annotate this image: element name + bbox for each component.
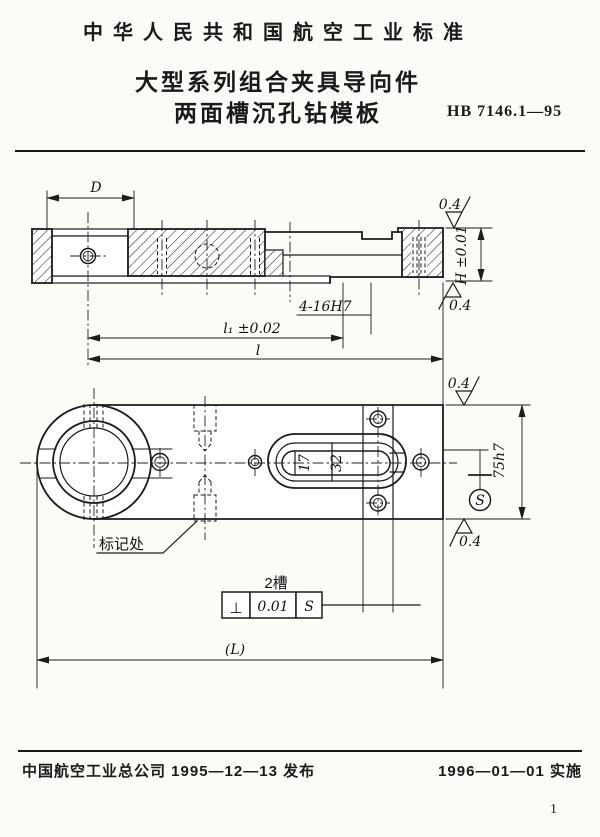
marking-label: 标记处	[99, 536, 144, 553]
surface-finish-icon: 0.4	[448, 376, 480, 407]
tolerance-datum: S	[304, 599, 314, 615]
slot-length-label: 32	[329, 454, 345, 472]
hidden-screw-bottom	[193, 474, 217, 522]
dim-length-label: (L)	[225, 642, 245, 658]
datum-circle-label: S	[475, 493, 485, 509]
section-view	[31, 212, 444, 365]
groove-band-lines	[362, 404, 394, 520]
dim-d-label: D	[89, 180, 101, 196]
hidden-screw-top	[193, 404, 217, 452]
surface-finish-value: 0.4	[449, 298, 471, 314]
section-view-dimensions: D 0.4 H ±0.01 0.4 4-16H7 l₁ ±0.02 l	[46, 180, 493, 406]
pin-hole	[150, 448, 170, 477]
marking-callout: 标记处	[96, 520, 198, 554]
surface-finish-value: 0.4	[448, 376, 470, 392]
holes-callout: 4-16H7	[298, 299, 352, 315]
datum-target: S	[442, 449, 492, 512]
header-divider	[15, 150, 585, 152]
slot-width-label: 17	[297, 454, 313, 472]
implement-info: 1996—01—01 实施	[438, 763, 582, 780]
tolerance-value: 0.01	[257, 599, 288, 615]
right-hole	[412, 448, 430, 477]
surface-finish-icon: 0.4	[439, 196, 471, 230]
band-hole-bottom	[366, 494, 390, 512]
tolerance-frame: ⊥ 0.01 S	[221, 591, 421, 619]
page-number: 1	[550, 802, 557, 817]
dim-width-label: 75h7	[492, 443, 508, 479]
plan-view-dimensions: 0.4 75h7 S 0.4 标记处 2槽 ⊥	[36, 376, 531, 689]
slot-count-label: 2槽	[264, 575, 287, 592]
surface-finish-value: 0.4	[459, 534, 481, 550]
surface-finish-icon: 0.4	[438, 281, 471, 314]
left-wall-section	[31, 228, 53, 284]
dim-l1-label: l₁ ±0.02	[223, 321, 281, 337]
pin-hole-small	[247, 449, 263, 476]
dim-height-label: H ±0.01	[454, 225, 470, 286]
page-title: 中华人民共和国航空工业标准	[83, 22, 473, 44]
standard-number: HB 7146.1—95	[447, 103, 563, 120]
surface-finish-value: 0.4	[439, 197, 461, 213]
band-hole-top	[366, 410, 390, 428]
perpendicularity-icon: ⊥	[229, 599, 242, 617]
issue-info: 中国航空工业总公司 1995—12—13 发布	[22, 763, 316, 780]
subject-title-line2: 两面槽沉孔钻模板	[174, 100, 382, 126]
plan-view: 17 32	[20, 388, 457, 613]
surface-finish-icon: 0.4	[449, 517, 481, 550]
footer-divider	[18, 750, 582, 752]
dim-l-label: l	[256, 343, 260, 359]
main-block-section	[127, 228, 266, 277]
subject-title-line1: 大型系列组合夹具导向件	[135, 69, 421, 95]
